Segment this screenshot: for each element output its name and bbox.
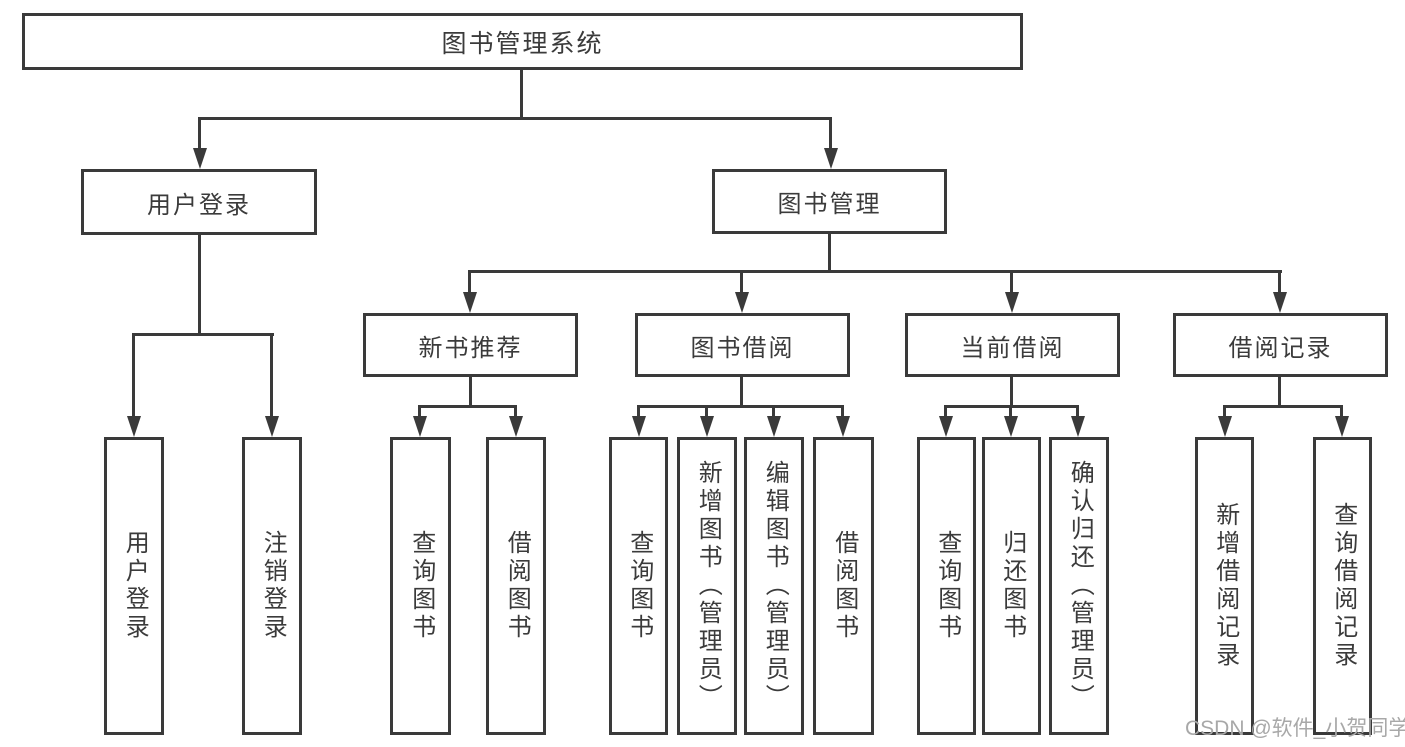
node-user-login: 用户登录: [81, 169, 317, 235]
arrow-to-book-management: [823, 117, 838, 169]
leaf-borrow-books-recommend: 借阅图书: [486, 437, 546, 735]
arrow-to-add-borrow-record: [1217, 405, 1232, 437]
arrow-to-borrowing-records: [1272, 270, 1287, 313]
node-current-borrowing: 当前借阅: [905, 313, 1120, 377]
connector-root-stem: [520, 69, 523, 119]
connector-borrowing-records-stem: [1278, 377, 1281, 407]
node-book-borrowing: 图书借阅: [635, 313, 850, 377]
arrow-to-leaf-user-login: [126, 333, 141, 437]
connector-current-borrowing-stem: [1010, 377, 1013, 407]
arrow-to-borrow-books-recommend: [508, 405, 523, 437]
leaf-query-borrow-record: 查询借阅记录: [1313, 437, 1372, 735]
connector-user-login-stem: [198, 235, 201, 336]
connector-borrowing-records-rail: [1224, 405, 1343, 408]
csdn-watermark: CSDN @软件_小贺同学: [1185, 717, 1405, 740]
leaf-return-books: 归还图书: [982, 437, 1041, 735]
arrow-to-confirm-return-admin: [1070, 405, 1085, 437]
connector-current-borrowing-rail: [945, 405, 1079, 408]
arrow-to-add-books-admin: [699, 405, 714, 437]
leaf-logout: 注销登录: [242, 437, 302, 735]
node-book-management: 图书管理: [712, 169, 947, 234]
connector-user-login-rail: [132, 333, 274, 336]
arrow-to-leaf-logout: [264, 333, 279, 437]
leaf-query-books-borrow: 查询图书: [609, 437, 668, 735]
leaf-query-books-current: 查询图书: [917, 437, 976, 735]
leaf-query-books-recommend: 查询图书: [390, 437, 451, 735]
arrow-to-book-borrowing: [734, 270, 749, 313]
node-new-book-recommend: 新书推荐: [363, 313, 578, 377]
node-library-system: 图书管理系统: [22, 13, 1023, 70]
arrow-to-edit-books-admin: [766, 405, 781, 437]
arrow-to-query-borrow-record: [1334, 405, 1349, 437]
arrow-to-return-books: [1003, 405, 1018, 437]
leaf-confirm-return-admin: 确认归还（管理员）: [1049, 437, 1109, 735]
connector-book-borrowing-rail: [638, 405, 844, 408]
connector-book-management-stem: [828, 234, 831, 272]
connector-book-borrowing-stem: [740, 377, 743, 407]
connector-new-book-recommend-stem: [469, 377, 472, 407]
connector-new-book-recommend-rail: [419, 405, 516, 408]
arrow-to-query-books-recommend: [412, 405, 427, 437]
arrow-to-query-books-current: [938, 405, 953, 437]
leaf-add-books-admin: 新增图书（管理员）: [677, 437, 737, 735]
leaf-add-borrow-record: 新增借阅记录: [1195, 437, 1254, 735]
arrow-to-new-book-recommend: [462, 270, 477, 313]
leaf-edit-books-admin: 编辑图书（管理员）: [744, 437, 804, 735]
arrow-to-user-login: [192, 117, 207, 169]
arrow-to-current-borrowing: [1004, 270, 1019, 313]
leaf-borrow-books-borrow: 借阅图书: [813, 437, 874, 735]
arrow-to-query-books-borrow: [631, 405, 646, 437]
connector-book-management-rail: [468, 270, 1282, 273]
arrow-to-borrow-books-borrow: [835, 405, 850, 437]
leaf-user-login: 用户登录: [104, 437, 164, 735]
node-borrowing-records: 借阅记录: [1173, 313, 1388, 377]
connector-root-rail: [198, 117, 832, 120]
